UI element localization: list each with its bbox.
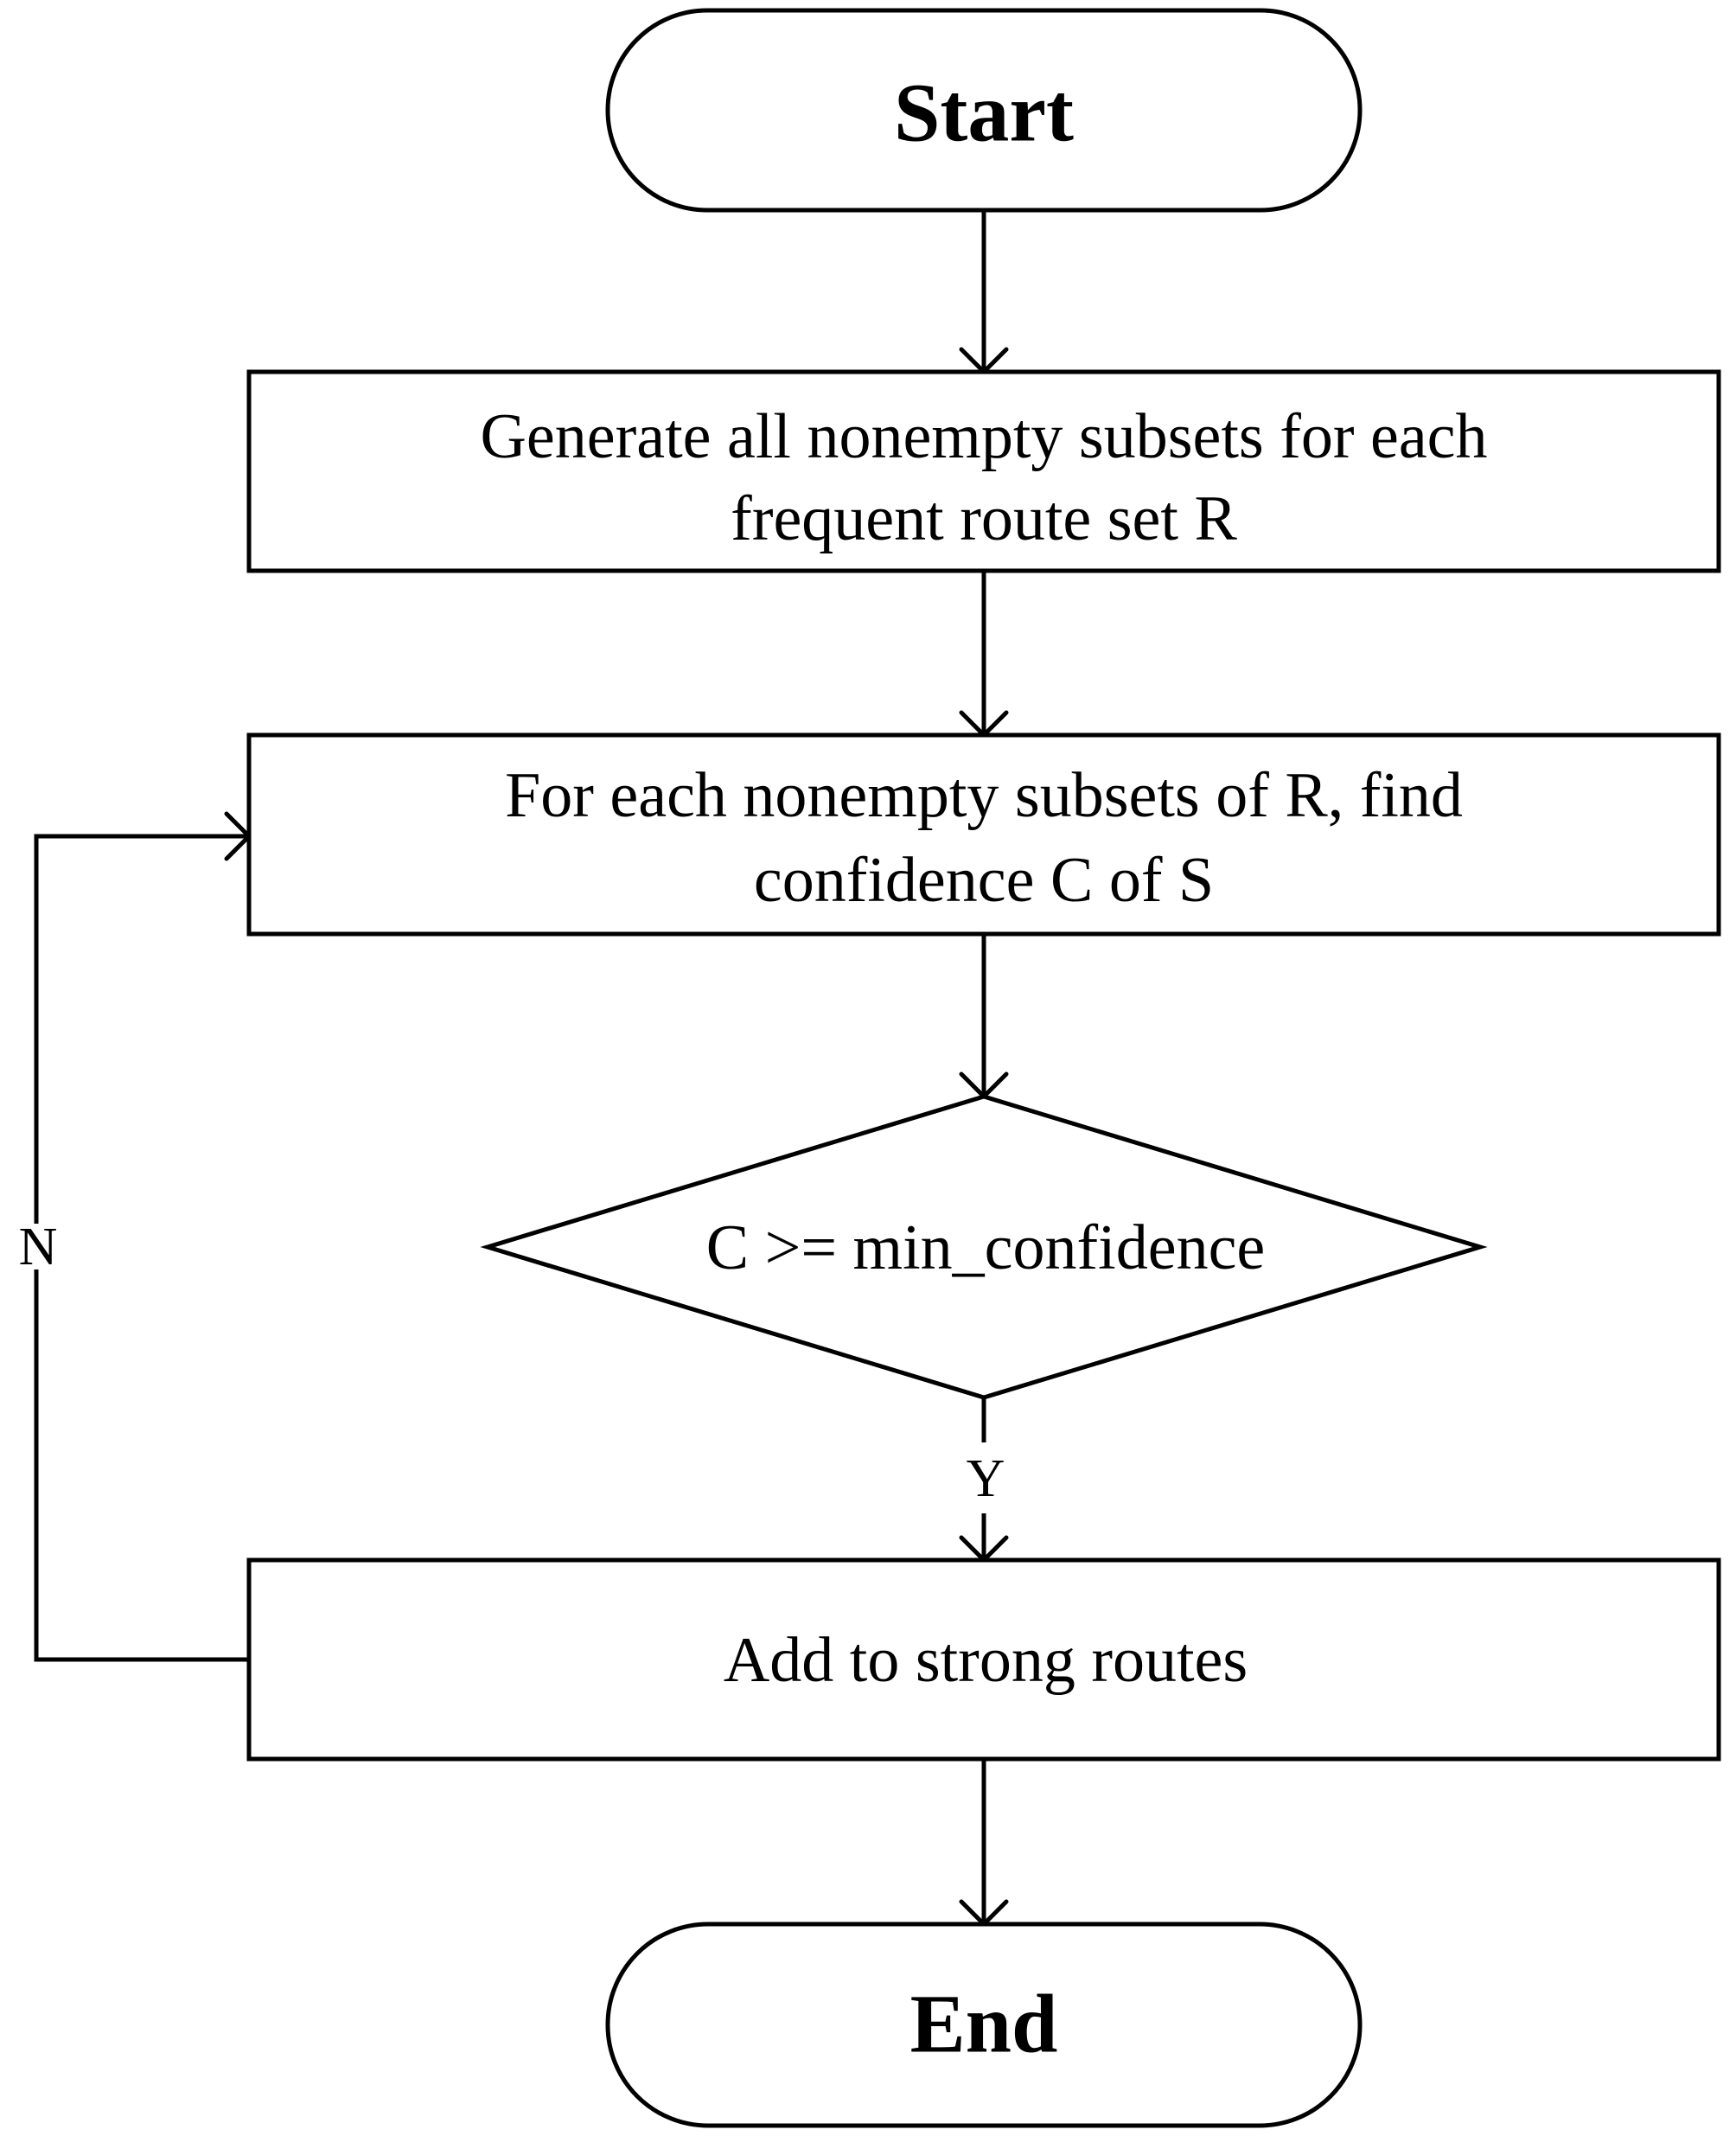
connector-generate-to-confidence (959, 571, 1009, 738)
connector-decision-to-add: Y (959, 1397, 1009, 1563)
connector-add-to-end (959, 1759, 1009, 1927)
arrowhead-icon (224, 811, 252, 861)
process-add-strong-routes: Add to strong routes (246, 1557, 1721, 1762)
start-node: Start (605, 8, 1363, 213)
decision-min-confidence: C >= min_confidence (480, 1094, 1488, 1400)
process-find-confidence: For each nonempty subsets of R, find con… (246, 732, 1721, 937)
process-box (246, 1557, 1721, 1762)
generate-subsets-line1: Generate all nonempty subsets for each (480, 401, 1487, 472)
add-strong-routes-label: Add to strong routes (724, 1625, 1248, 1696)
find-confidence-line1: For each nonempty subsets of R, find (505, 760, 1463, 831)
end-label: End (910, 1978, 1058, 2070)
end-node: End (605, 1922, 1363, 2128)
process-generate-subsets: Generate all nonempty subsets for each f… (246, 369, 1721, 573)
process-box (246, 732, 1721, 937)
connector-loop-no: N (19, 811, 252, 1662)
decision-label: C >= min_confidence (706, 1212, 1266, 1283)
connector-start-to-generate (959, 210, 1009, 374)
process-box (246, 369, 1721, 573)
branch-yes-label: Y (967, 1449, 1005, 1508)
generate-subsets-line2: frequent route set R (731, 483, 1237, 554)
branch-no-label: N (19, 1218, 58, 1276)
end-terminal-shape (605, 1922, 1363, 2128)
loop-line-upper (34, 834, 249, 1224)
connector-confidence-to-decision (959, 934, 1009, 1099)
find-confidence-line2: confidence C of S (754, 845, 1214, 916)
loop-line-lower (34, 1269, 249, 1662)
start-label: Start (894, 67, 1074, 159)
